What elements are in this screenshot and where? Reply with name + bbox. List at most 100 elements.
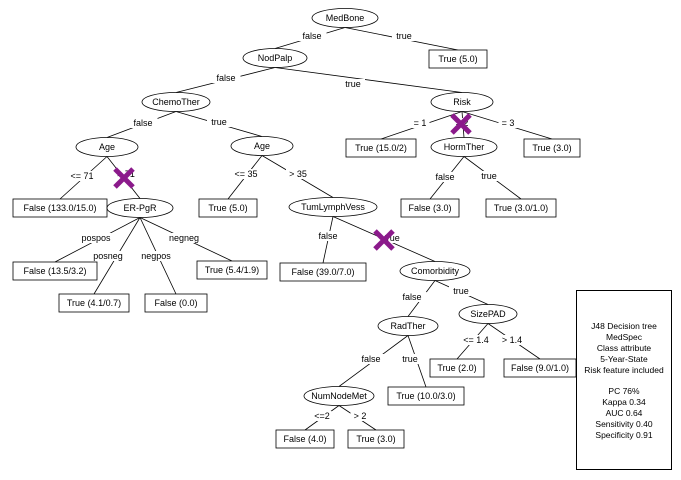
leaf-box [196, 260, 268, 280]
node-label: Age [99, 142, 115, 152]
edge-label-bg [79, 233, 113, 243]
edge-medbone-nodpalp: false [274, 27, 346, 49]
node-age1: Age [75, 137, 139, 157]
leaf-box [400, 198, 460, 218]
node-ellipse [430, 92, 494, 112]
leaf-label: True (2.0) [437, 363, 476, 373]
node-label: Risk [453, 97, 471, 107]
edge-label-bg [67, 171, 97, 181]
edge-label: <= 1.4 [463, 335, 489, 345]
node-comorbidity: Comorbidity [399, 261, 471, 281]
leaf-leaf-true-10: True (10.0/3.0) [387, 386, 465, 406]
edge-label-bg [398, 354, 422, 364]
edge-label-bg [392, 31, 416, 41]
cross-stroke [113, 167, 135, 189]
node-medbone: MedBone [311, 8, 379, 28]
leaf-leaf-true-2: True (2.0) [429, 358, 485, 378]
edge-hormther-leaf_true_3_1: true [463, 156, 522, 200]
edge-label: pospos [81, 233, 111, 243]
edge-label: negpos [141, 251, 171, 261]
node-erpgr: ER-PgR [106, 198, 174, 218]
edge-label: true [384, 233, 400, 243]
leaf-label: False (4.0) [283, 434, 326, 444]
edge-label-bg [167, 233, 201, 243]
info-model-name: J48 Decision tree [591, 321, 657, 331]
node-chemother: ChemoTher [141, 92, 211, 112]
leaf-label: True (10.0/3.0) [396, 391, 455, 401]
edge-label-bg [211, 73, 241, 83]
node-tumlymphvess: TumLymphVess [288, 197, 378, 217]
edge-medbone-leaf_true_5: true [344, 27, 459, 51]
info-sensitivity: Sensitivity 0.40 [595, 419, 653, 429]
info-specificity: Specificity 0.91 [595, 430, 653, 440]
edge-label: false [402, 292, 421, 302]
edge-label: = 3 [502, 118, 515, 128]
edge-comorbidity-radther: false [397, 280, 436, 317]
node-label: SizePAD [470, 309, 506, 319]
edge-label: true [453, 286, 469, 296]
node-ellipse [106, 198, 174, 218]
leaf-label: True (3.0/1.0) [494, 203, 548, 213]
edge-label-bg [477, 171, 501, 181]
edge-label: posneg [93, 251, 123, 261]
edge-label: false [318, 231, 337, 241]
node-nodpalp: NodPalp [242, 48, 308, 68]
edge-label-bg [139, 251, 173, 261]
leaf-leaf-false-39: False (39.0/7.0) [279, 262, 367, 282]
leaf-label: True (3.0) [356, 434, 395, 444]
edge-label-bg [286, 169, 310, 179]
edge-age1-leaf_false_133: <= 71 [59, 156, 108, 200]
leaf-box [198, 198, 258, 218]
leaf-label: True (4.1/0.7) [67, 298, 121, 308]
edge-label-bg [231, 169, 261, 179]
edge-label-bg [497, 335, 527, 345]
edge-label: <=2 [314, 411, 330, 421]
node-label: RadTher [390, 321, 425, 331]
edge-label: true [396, 31, 412, 41]
edge-label-bg [397, 292, 427, 302]
node-ellipse [458, 304, 518, 324]
info-pc: PC 76% [608, 386, 640, 396]
node-hormther: HormTher [430, 137, 498, 157]
edge-chemother-age2: true [175, 111, 263, 137]
edge-numnodemet-leaf_true_3_num: > 2 [338, 405, 377, 431]
leaf-leaf-true-5-4: True (5.4/1.9) [196, 260, 268, 280]
edge-label-bg [297, 31, 327, 41]
edge-label: true [481, 171, 497, 181]
edge-risk-leaf_true_3_risk: = 3 [461, 111, 553, 140]
leaf-box [347, 429, 405, 449]
edge-label: true [211, 117, 227, 127]
leaf-box [485, 198, 557, 218]
leaf-label: True (5.0) [208, 203, 247, 213]
edge-label: > 1.4 [502, 335, 522, 345]
leaf-label: True (15.0/2) [355, 143, 407, 153]
edge-label: true [345, 79, 361, 89]
edge-label-bg [91, 251, 125, 261]
edge-nodpalp-chemother: false [175, 67, 276, 93]
edge-label: false [435, 172, 454, 182]
edge-erpgr-leaf_true_4_1: posneg [91, 217, 141, 295]
leaf-leaf-false-133: False (133.0/15.0) [12, 198, 108, 218]
edge-numnodemet-leaf_false_4: <=2 [304, 405, 340, 431]
leaf-box [387, 386, 465, 406]
node-ellipse [230, 136, 294, 156]
edge-label-bg [498, 118, 518, 128]
leaf-label: True (5.0) [438, 54, 477, 64]
edge-hormther-leaf_false_3_hormther: false [429, 156, 465, 200]
edge-radther-leaf_true_10: true [398, 335, 427, 388]
model-info-box: J48 Decision tree MedSpec Class attribut… [576, 290, 672, 470]
node-sizepad: SizePAD [458, 304, 518, 324]
leaf-label: True (3.0) [532, 143, 571, 153]
edge-label-bg [459, 335, 493, 345]
node-ellipse [75, 137, 139, 157]
edge-erpgr-leaf_false_0: negpos [139, 217, 177, 295]
cross-stroke [450, 113, 472, 135]
edge-label: false [216, 73, 235, 83]
edge-label: false [133, 118, 152, 128]
leaf-leaf-true-5: True (5.0) [428, 49, 488, 69]
info-kappa: Kappa 0.34 [602, 397, 646, 407]
cross-tumlymphvess-true-icon [373, 229, 395, 251]
